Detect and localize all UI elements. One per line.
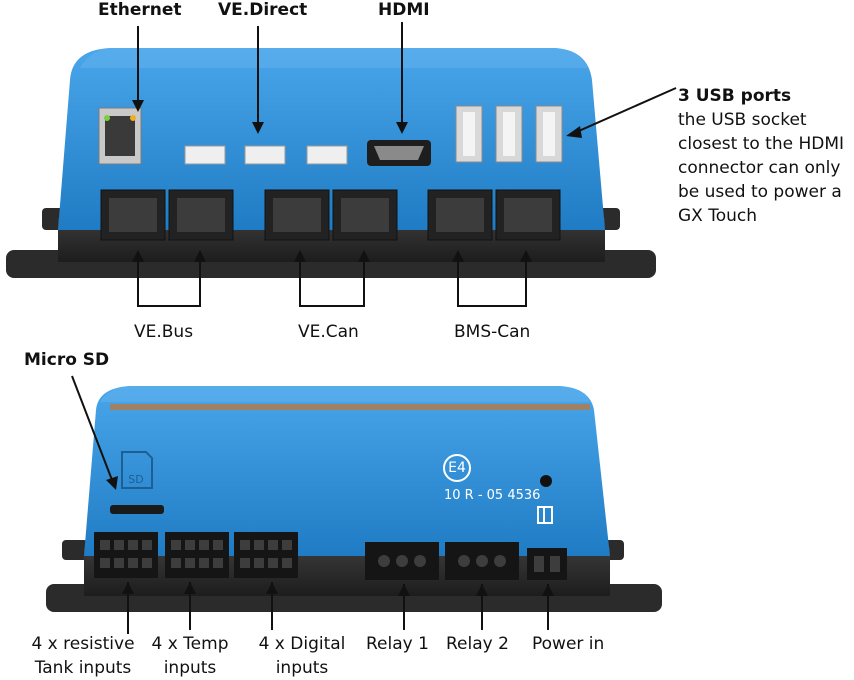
bmscan-arrowhead-left — [452, 250, 464, 262]
vebus-bracket — [137, 258, 201, 307]
bmscan-label: BMS-Can — [454, 322, 531, 342]
usb-note-line-3: connector can only — [678, 158, 841, 178]
digital-label-line-1: 4 x Digital — [258, 634, 346, 654]
usb-note-line-4: be used to power a — [678, 182, 842, 202]
microsd-arrowhead — [106, 476, 118, 490]
ethernet-led-amber — [130, 115, 136, 121]
vecan-bracket — [299, 258, 365, 307]
vecan-port-1-socket — [273, 198, 321, 232]
vecan-port-2-socket — [341, 198, 389, 232]
digital-inputs-terminal — [234, 532, 298, 578]
top-callout-lines — [137, 22, 677, 307]
vecan-arrowhead-right — [358, 250, 370, 262]
ethernet-port-socket — [105, 116, 135, 156]
usb-description: 3 USB ports the USB socket closest to th… — [678, 84, 844, 228]
terminal-pin-holes — [100, 540, 560, 572]
digital-arrowhead — [266, 582, 278, 594]
temp-label-line-2: inputs — [163, 658, 217, 678]
vebus-port-1-socket — [109, 198, 157, 232]
bottom-side-clip-left — [62, 540, 88, 560]
vecan-arrowhead-left — [294, 250, 306, 262]
digital-label-line-2: inputs — [275, 658, 329, 678]
power-in-terminal — [527, 548, 567, 580]
usb-port-3-tongue — [543, 112, 555, 156]
bottom-blue-housing — [84, 386, 610, 556]
e-mark-circle — [443, 454, 471, 482]
ethernet-label: Ethernet — [98, 0, 182, 20]
ethernet-led-green — [104, 115, 110, 121]
microsd-slot — [110, 505, 164, 514]
usb-note-line-5: GX Touch — [678, 206, 758, 226]
vedirect-arrowhead — [252, 122, 264, 134]
top-arrowheads — [132, 100, 582, 262]
power-in-label: Power in — [532, 634, 605, 654]
microsd-label: Micro SD — [24, 350, 110, 370]
bottom-device — [46, 386, 662, 612]
tank-arrowhead — [122, 582, 134, 594]
usb-note-line-1: the USB socket — [678, 110, 807, 130]
tank-label-line-1: 4 x resistive — [31, 634, 135, 654]
temp-label-line-1: 4 x Temp — [151, 634, 229, 654]
hdmi-port-contact — [374, 146, 424, 160]
bmscan-port-1-socket — [436, 198, 484, 232]
hdmi-arrowhead — [396, 122, 408, 134]
manual-book-icon — [537, 506, 553, 524]
top-blue-housing — [58, 48, 605, 230]
vedirect-label: VE.Direct — [218, 0, 308, 20]
relay2-label: Relay 2 — [446, 634, 509, 654]
vecan-label: VE.Can — [298, 322, 359, 342]
bmscan-bracket — [457, 258, 527, 307]
usb-arrowhead — [566, 126, 582, 138]
tank-label-line-2: Tank inputs — [34, 658, 132, 678]
status-led-hole — [540, 475, 552, 487]
vebus-arrowhead-right — [194, 250, 206, 262]
relay2-arrowhead — [476, 584, 488, 596]
vedirect-port-2 — [244, 145, 286, 165]
temp-inputs-terminal — [165, 532, 229, 578]
hdmi-label: HDMI — [378, 0, 430, 20]
relay1-label: Relay 1 — [366, 634, 429, 654]
temp-arrowhead — [184, 582, 196, 594]
power-arrowhead — [542, 584, 554, 596]
usb-port-2-tongue — [503, 112, 515, 156]
vebus-arrowhead-left — [132, 250, 144, 262]
bottom-label-strip — [110, 404, 590, 410]
vebus-port-2-socket — [177, 198, 225, 232]
sd-card-outline — [121, 451, 153, 489]
usb-title: 3 USB ports — [678, 86, 792, 106]
vedirect-port-3 — [306, 145, 348, 165]
top-housing-highlight — [80, 48, 588, 68]
approval-number: 10 R - 05 4536 — [444, 488, 541, 503]
bmscan-arrowhead-right — [520, 250, 532, 262]
tank-inputs-terminal — [94, 532, 158, 578]
vedirect-port-1 — [184, 145, 226, 165]
ethernet-arrowhead — [132, 100, 144, 112]
bmscan-port-2-socket — [504, 198, 552, 232]
sd-card-icon-label: SD — [128, 473, 144, 486]
microsd-pointer — [71, 375, 113, 481]
e-mark-label: E4 — [448, 460, 466, 476]
usb-note-line-2: closest to the HDMI — [678, 134, 845, 154]
usb-pointer — [571, 87, 677, 135]
relay1-arrowhead — [398, 584, 410, 596]
top-device — [6, 48, 656, 278]
usb-port-1-tongue — [463, 112, 475, 156]
bottom-housing-highlight — [100, 386, 590, 402]
vebus-label: VE.Bus — [134, 322, 194, 342]
bottom-arrowheads — [106, 476, 554, 596]
